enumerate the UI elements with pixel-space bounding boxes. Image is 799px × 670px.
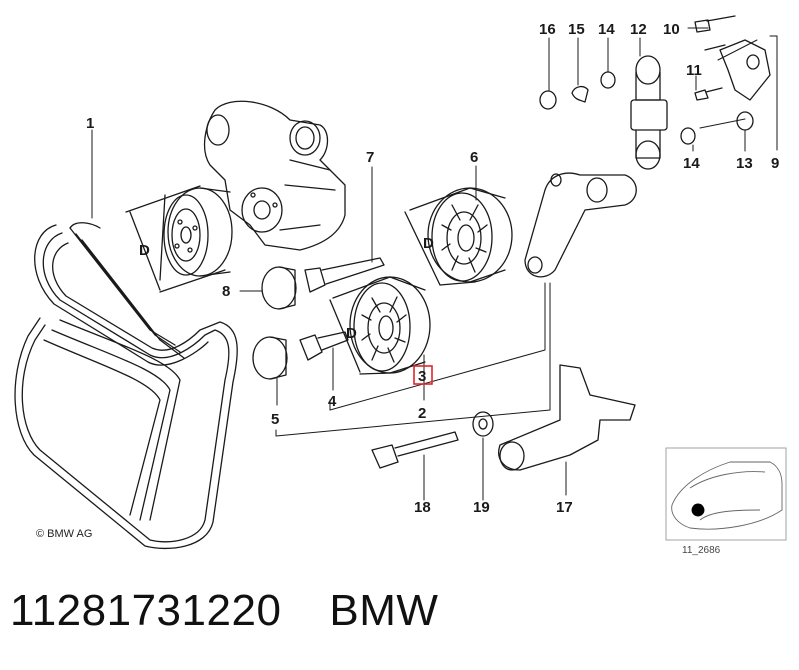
callout-1[interactable]: 1	[86, 115, 94, 132]
brand-name: BMW	[329, 586, 439, 635]
bracket-9	[719, 39, 771, 101]
callout-2[interactable]: 2	[418, 405, 426, 422]
tensioner-bracket	[524, 172, 637, 278]
dimension-label-upper: D	[423, 235, 434, 252]
location-dot	[691, 503, 705, 517]
callout-14-bottom[interactable]: 14	[683, 155, 700, 172]
callout-11[interactable]: 11	[686, 62, 702, 79]
callout-5[interactable]: 5	[271, 411, 279, 428]
callout-14-top[interactable]: 14	[598, 21, 615, 38]
highlight-box	[413, 365, 433, 385]
bolt-4	[299, 331, 349, 361]
leader-lines	[91, 27, 778, 501]
bolt-7	[304, 257, 385, 293]
callout-4[interactable]: 4	[328, 393, 337, 410]
callout-19[interactable]: 19	[473, 499, 490, 516]
callout-15[interactable]: 15	[568, 21, 585, 38]
callout-17[interactable]: 17	[556, 499, 573, 516]
callout-8[interactable]: 8	[222, 283, 230, 300]
copyright-label: © BMW AG	[36, 528, 92, 540]
callout-18[interactable]: 18	[414, 499, 431, 516]
callout-6[interactable]: 6	[470, 149, 478, 166]
callout-7[interactable]: 7	[366, 149, 374, 166]
callout-12[interactable]: 12	[630, 21, 647, 38]
thumbnail-code: 11_2686	[682, 545, 721, 556]
part-number: 11281731220	[10, 586, 282, 635]
pump-housing	[203, 100, 346, 251]
callouts: 1 7 6 8 4 5 2 3 18 19 17 16 15 14 12 10 …	[86, 21, 779, 516]
washer-5	[252, 336, 288, 380]
callout-3[interactable]: 3	[418, 368, 426, 385]
callout-9[interactable]: 9	[771, 155, 779, 172]
tensioner-12	[630, 55, 668, 170]
washer-19	[472, 411, 494, 437]
pulley-lower	[329, 276, 431, 375]
bolt-18	[371, 431, 459, 469]
dimension-d-crank	[125, 185, 226, 293]
part-caption: 11281731220 BMW	[10, 586, 438, 636]
drive-belt	[14, 222, 238, 550]
callout-16[interactable]: 16	[539, 21, 556, 38]
car-thumbnail	[665, 447, 787, 541]
callout-13[interactable]: 13	[736, 155, 753, 172]
dimension-label-crank: D	[139, 242, 150, 259]
parts-diagram: 1 7 6 8 4 5 2 3 18 19 17 16 15 14 12 10 …	[14, 15, 787, 556]
dimension-label-lower: D	[346, 325, 357, 342]
washer-8	[261, 266, 297, 310]
crank-pulley	[159, 187, 233, 281]
bracket-17	[498, 364, 636, 471]
pulley-upper	[404, 187, 513, 286]
callout-10[interactable]: 10	[663, 21, 680, 38]
